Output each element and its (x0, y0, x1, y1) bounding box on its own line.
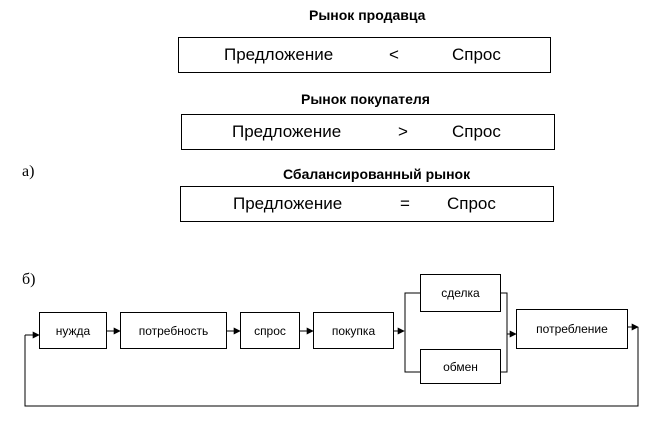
seller-supply-label: Предложение (224, 45, 334, 64)
seller-market-title: Рынок продавца (309, 7, 426, 23)
buyer-demand-label: Спрос (452, 122, 501, 141)
part-b-marker: б) (22, 271, 36, 288)
seller-relation-sign: < (389, 45, 399, 64)
balanced-supply-label: Предложение (233, 194, 343, 213)
buyer-supply-label: Предложение (232, 122, 342, 141)
merge-bracket (501, 292, 508, 373)
node-deal: сделка (420, 274, 501, 312)
feedback-loop (24, 327, 639, 407)
node-want: потребность (120, 312, 227, 349)
buyer-market-title: Рынок покупателя (301, 91, 430, 107)
buyer-relation-sign: > (398, 122, 408, 141)
seller-market-box: Предложение < Спрос (178, 37, 551, 73)
node-exchange: обмен (420, 349, 501, 384)
node-need: нужда (39, 312, 107, 349)
balanced-market-title: Сбалансированный рынок (283, 166, 471, 182)
balanced-relation-sign: = (400, 194, 410, 213)
balanced-market-box: Предложение = Спрос (180, 186, 554, 222)
node-demand: спрос (240, 312, 300, 349)
buyer-market-box: Предложение > Спрос (181, 114, 555, 150)
split-bracket (404, 292, 420, 373)
part-a-marker: а) (22, 163, 35, 180)
balanced-demand-label: Спрос (447, 194, 496, 213)
node-consumption: потребление (516, 309, 628, 349)
seller-demand-label: Спрос (452, 45, 501, 64)
node-purchase: покупка (313, 312, 394, 349)
